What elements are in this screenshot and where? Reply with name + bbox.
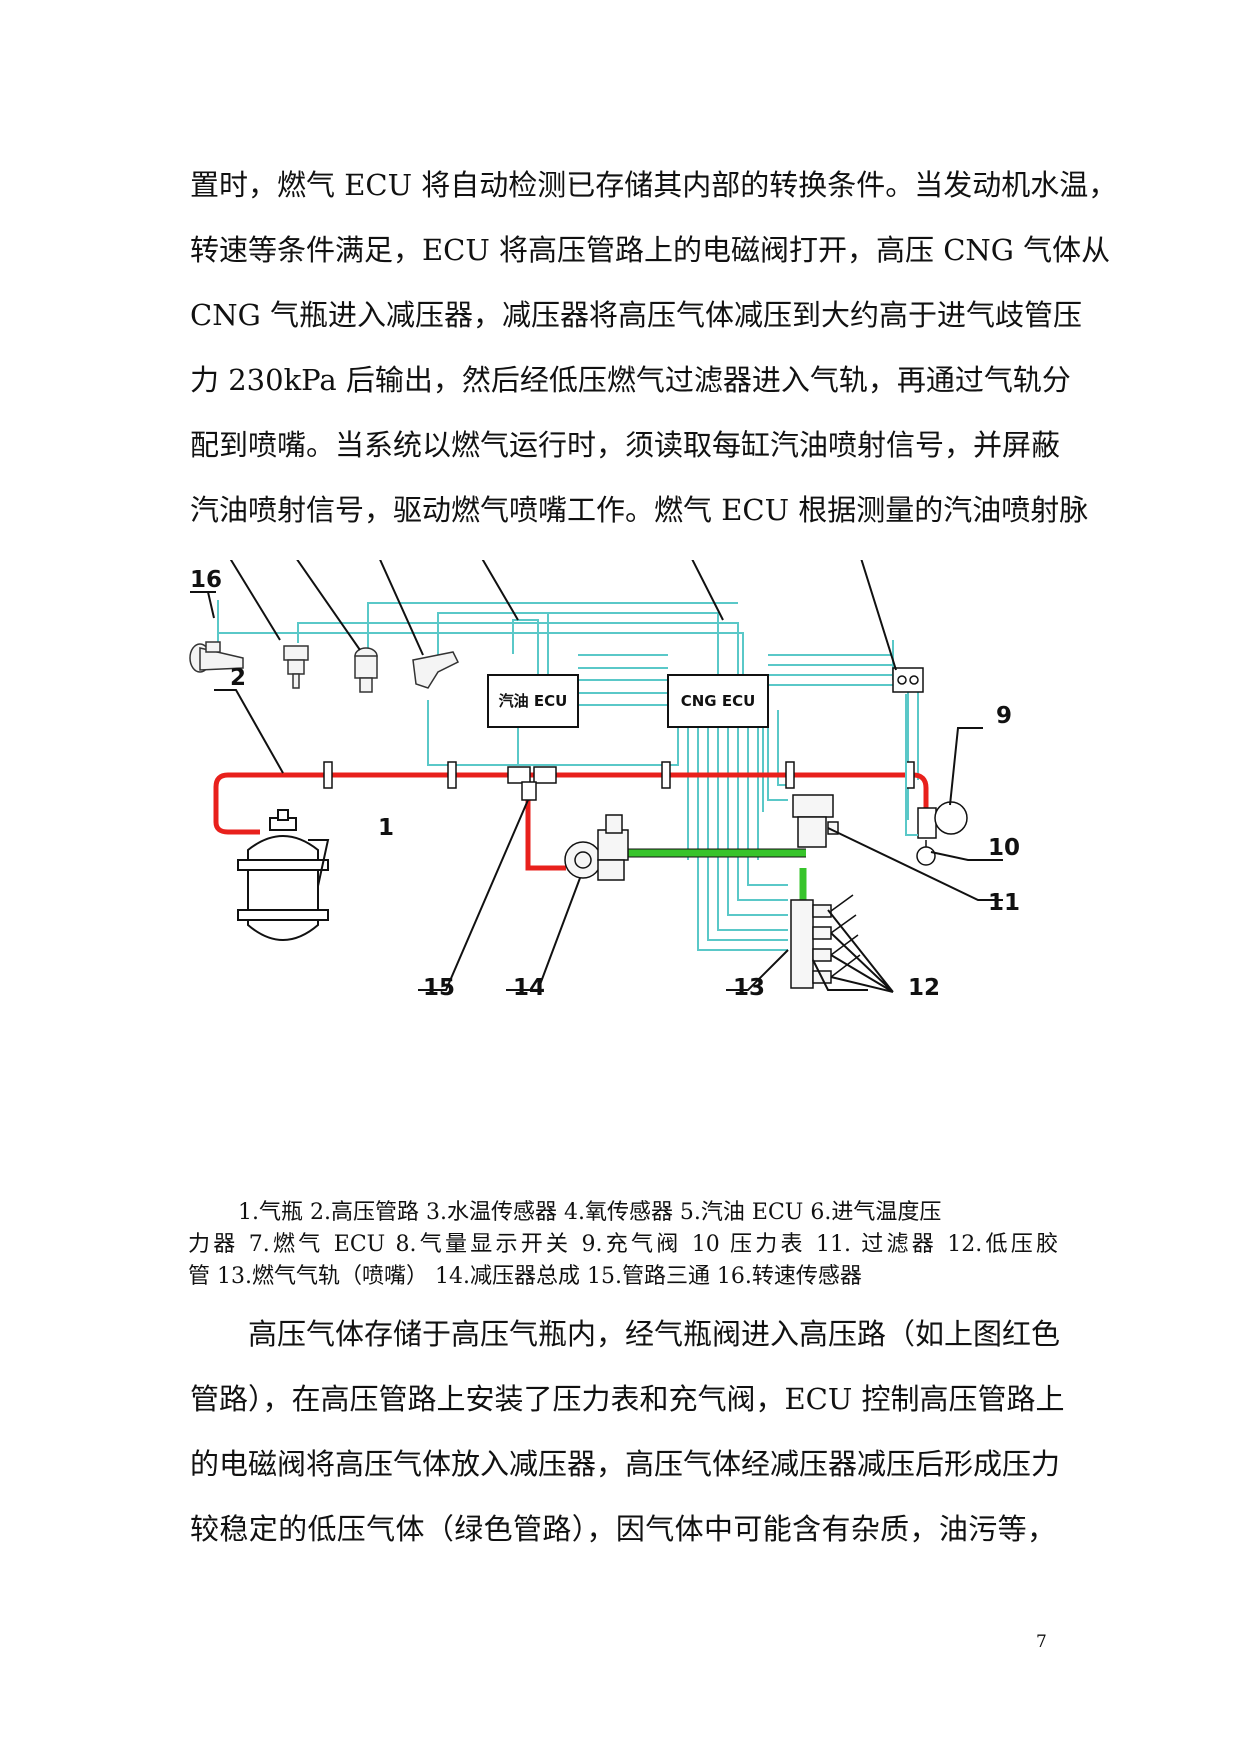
paragraph-line: 置时，燃气 ECU 将自动检测已存储其内部的转换条件。当发动机水温， bbox=[190, 168, 1118, 202]
paragraph-line: 的电磁阀将高压气体放入减压器，高压气体经减压器减压后形成压力 bbox=[190, 1447, 1061, 1481]
paragraph-line: 力 230kPa 后输出，然后经低压燃气过滤器进入气轨，再通过气轨分 bbox=[190, 363, 1071, 397]
callout-10: 10 bbox=[988, 835, 1020, 861]
gas-filter bbox=[792, 794, 839, 848]
petrol-ecu-label: 汽油 ECU bbox=[499, 692, 568, 710]
callout-9: 9 bbox=[996, 703, 1012, 729]
caption-line: 力器 7.燃气 ECU 8.气量显示开关 9.充气阀 10 压力表 11. 过滤… bbox=[188, 1232, 1058, 1257]
paragraph-line: 较稳定的低压气体（绿色管路），因气体中可能含有杂质，油污等， bbox=[190, 1512, 1056, 1546]
callout-15: 15 bbox=[423, 975, 455, 1001]
gas-rail bbox=[790, 894, 861, 989]
pipe-tee bbox=[507, 766, 557, 801]
oxygen-sensor bbox=[354, 647, 378, 693]
callout-14: 14 bbox=[513, 975, 545, 1001]
paragraph-line: 管路），在高压管路上安装了压力表和充气阀，ECU 控制高压管路上 bbox=[190, 1382, 1065, 1416]
callout-numbers: 3 4 6 5 7 8 16 2 9 10 11 12 13 14 15 1 bbox=[190, 567, 1020, 1001]
paragraph-line: 配到喷嘴。当系统以燃气运行时，须读取每缸汽油喷射信号，并屏蔽 bbox=[190, 428, 1061, 462]
low-pressure-line bbox=[628, 849, 807, 903]
pressure-reducer bbox=[564, 814, 629, 881]
page-number: 7 bbox=[1036, 1632, 1047, 1652]
paragraph-2: 高压气体存储于高压气瓶内，经气瓶阀进入高压路（如上图红色 管路），在高压管路上安… bbox=[190, 1302, 1065, 1562]
callout-16: 16 bbox=[190, 567, 222, 593]
caption-line: 管 13.燃气气轨（喷嘴） 14.减压器总成 15.管路三通 16.转速传感器 bbox=[188, 1264, 862, 1289]
callout-11: 11 bbox=[988, 890, 1020, 916]
diagram-caption: 1.气瓶 2.高压管路 3.水温传感器 4.氧传感器 5.汽油 ECU 6.进气… bbox=[188, 1197, 1058, 1293]
gas-level-switch bbox=[892, 667, 924, 693]
paragraph-line: 汽油喷射信号，驱动燃气喷嘴工作。燃气 ECU 根据测量的汽油喷射脉 bbox=[190, 493, 1089, 527]
pressure-gauge bbox=[905, 694, 936, 866]
filling-valve bbox=[917, 801, 968, 839]
pipe-clamps bbox=[323, 761, 915, 789]
petrol-ecu: 汽油 ECU bbox=[487, 674, 579, 728]
cng-ecu: CNG ECU bbox=[667, 674, 769, 728]
callout-2: 2 bbox=[230, 665, 246, 691]
callout-1: 1 bbox=[378, 815, 394, 841]
callout-13: 13 bbox=[733, 975, 765, 1001]
paragraph-1: 置时，燃气 ECU 将自动检测已存储其内部的转换条件。当发动机水温， 转速等条件… bbox=[190, 153, 1118, 543]
caption-line: 1.气瓶 2.高压管路 3.水温传感器 4.氧传感器 5.汽油 ECU 6.进气… bbox=[238, 1200, 942, 1225]
speed-sensor bbox=[189, 641, 244, 673]
paragraph-line: 转速等条件满足，ECU 将高压管路上的电磁阀打开，高压 CNG 气体从 bbox=[190, 233, 1111, 267]
signal-wires bbox=[217, 600, 919, 951]
cng-system-diagram: 汽油 ECU CNG ECU bbox=[189, 560, 1020, 1001]
water-temp-sensor bbox=[283, 645, 309, 689]
cng-ecu-label: CNG ECU bbox=[681, 692, 756, 710]
paragraph-line: 高压气体存储于高压气瓶内，经气瓶阀进入高压路（如上图红色 bbox=[248, 1317, 1061, 1351]
callout-underlines bbox=[190, 591, 216, 593]
callout-12: 12 bbox=[908, 975, 940, 1001]
intake-temp-pressure-sensor bbox=[412, 651, 460, 689]
paragraph-line: CNG 气瓶进入减压器，减压器将高压气体减压到大约高于进气歧管压 bbox=[190, 298, 1082, 332]
gas-cylinder bbox=[237, 809, 329, 941]
